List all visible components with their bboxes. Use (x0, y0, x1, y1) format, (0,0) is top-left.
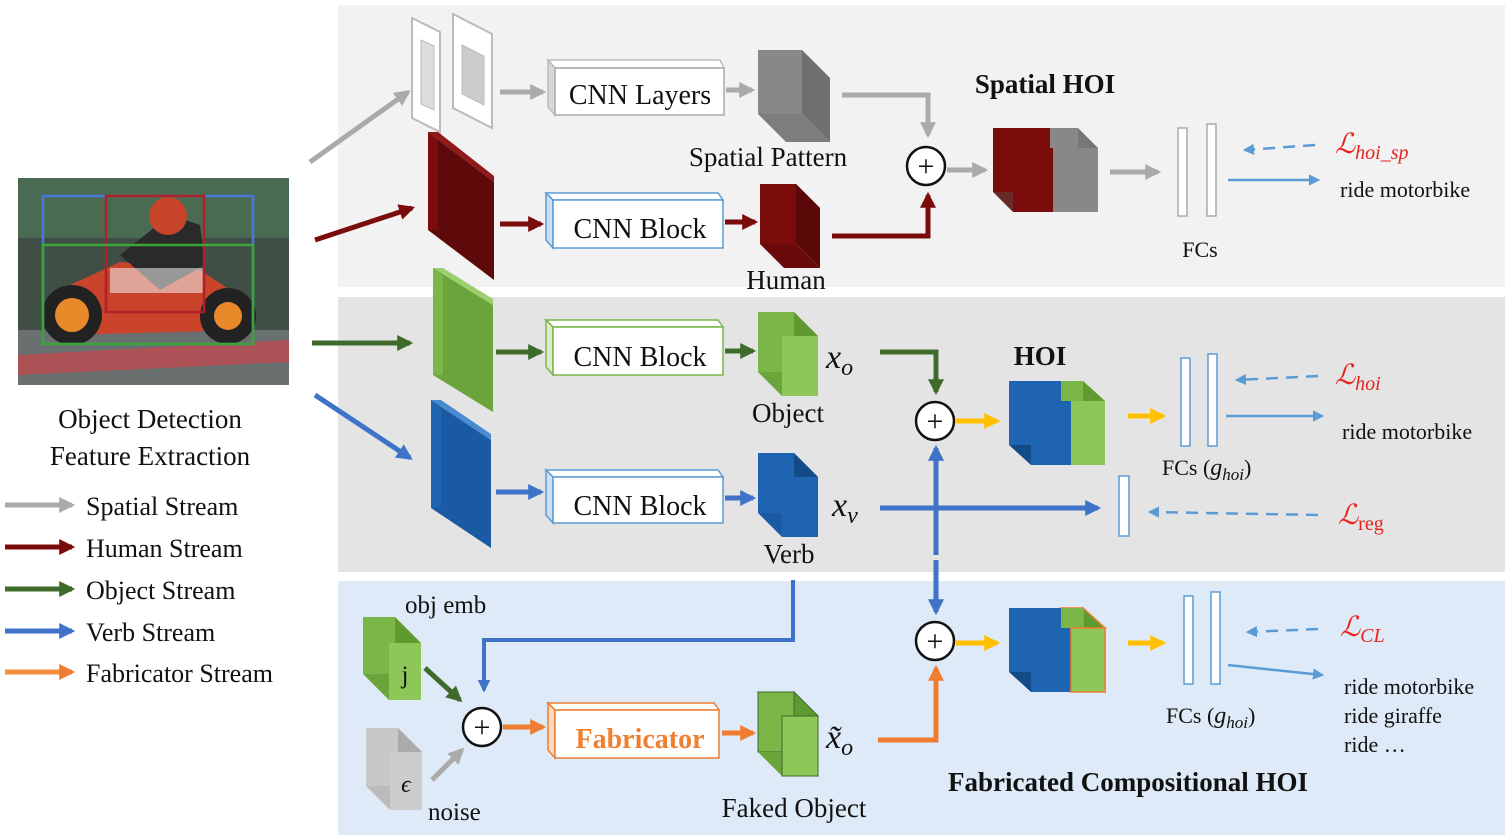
cl-loss-label: ℒCL (1340, 612, 1385, 647)
human-feature-map (428, 132, 494, 280)
x-tilde-label: x̃o (825, 719, 853, 761)
faked-object-cube (756, 690, 820, 778)
fabricated-fcs-label: FCs (ghoi) (1166, 703, 1255, 732)
plus-fabricated (914, 620, 956, 662)
obj-emb-j: j (401, 662, 409, 689)
object-cnn-block (544, 318, 725, 377)
faked-object-label: Faked Object (722, 793, 867, 823)
object-label: Object (752, 398, 824, 428)
x-v-label: xv (831, 487, 858, 529)
hoi-loss-label: ℒhoi (1335, 360, 1381, 395)
legend-label-verb: Verb Stream (86, 618, 215, 647)
verb-cnn-block (544, 468, 725, 525)
spatial-section-bg (338, 5, 1505, 287)
obj-emb-cube (363, 617, 421, 700)
arrow-verb-to-fab-plus-left (477, 580, 795, 693)
arrow-human-to-plus (832, 191, 937, 239)
arrow-noise-to-plus (430, 747, 465, 782)
fab-output-2: ride giraffe (1344, 703, 1442, 728)
fabricated-hoi-feature (1009, 606, 1107, 694)
spatial-map-planes (411, 12, 493, 134)
plus-fabricated-sign: + (927, 625, 944, 658)
arrow-to-human (314, 204, 416, 243)
epsilon-label: ϵ (401, 772, 412, 798)
fabricator-block (546, 701, 721, 760)
hoi-fcs-label: FCs (ghoi) (1162, 455, 1251, 484)
spatial-hoi-feature (993, 128, 1098, 212)
human-cube (760, 184, 820, 268)
verb-feature-map (431, 400, 491, 548)
fab-output-3: ride … (1344, 732, 1406, 757)
object-cnn-block-label: CNN Block (574, 342, 707, 373)
arrow-faked-to-plus (878, 664, 945, 743)
plus-hoi (914, 400, 956, 442)
plus-spatial (905, 145, 947, 187)
human-cnn-block (544, 191, 725, 250)
fabricated-output-arrow (1227, 663, 1325, 680)
x-o-label: xo (825, 339, 853, 381)
cnn-layers-label: CNN Layers (569, 80, 711, 111)
hoi-title: HOI (1014, 341, 1067, 371)
legend-label-fabricator: Fabricator Stream (86, 659, 273, 688)
object-feature-map (433, 268, 493, 412)
arrow-to-verb (313, 392, 413, 461)
arrow-pattern-to-plus (842, 92, 937, 139)
noise-cube (366, 728, 422, 810)
verb-cube (758, 453, 818, 537)
fabricated-hoi-title: Fabricated Compositional HOI (948, 767, 1308, 797)
object-cube (758, 312, 818, 396)
obj-emb-label: obj emb (405, 592, 486, 619)
input-photo (18, 178, 289, 385)
legend-label-object: Object Stream (86, 576, 235, 605)
fabricator-label: Fabricator (575, 724, 704, 755)
spatial-hoi-title: Spatial HOI (975, 69, 1115, 99)
verb-label: Verb (764, 539, 815, 569)
plus-spatial-sign: + (918, 150, 935, 183)
human-label: Human (746, 265, 826, 295)
noise-label: noise (428, 799, 481, 826)
cnn-layers-block (546, 58, 726, 117)
spatial-loss-label: ℒhoi_sp (1335, 129, 1409, 164)
spatial-pattern-cube (758, 50, 830, 142)
reg-fc (1118, 475, 1130, 537)
hoi-fcs (1180, 353, 1218, 447)
arrow-object-to-plus (880, 349, 945, 396)
arrow-to-spatial (308, 89, 411, 165)
hoi-output-label: ride motorbike (1342, 419, 1472, 444)
plus-fabricator-input (461, 706, 503, 748)
hoi-loss-dashed-arrow (1234, 373, 1319, 386)
spatial-fcs-label: FCs (1182, 237, 1217, 262)
reg-loss-label: ℒreg (1338, 500, 1384, 535)
reg-loss-dashed-arrow (1147, 506, 1319, 518)
verb-cnn-block-label: CNN Block (574, 491, 707, 522)
cl-loss-dashed-arrow (1245, 625, 1319, 638)
plus-fabricator-input-sign: + (474, 711, 491, 744)
legend-label-spatial: Spatial Stream (86, 492, 238, 521)
fabricated-fcs (1183, 591, 1221, 685)
caption-object-detection: Object Detection (58, 404, 242, 434)
human-cnn-block-label: CNN Block (574, 214, 707, 245)
plus-hoi-sign: + (927, 405, 944, 438)
spatial-pattern-label: Spatial Pattern (689, 142, 848, 172)
caption-feature-extraction: Feature Extraction (50, 441, 251, 471)
legend-label-human: Human Stream (86, 534, 243, 563)
fab-output-1: ride motorbike (1344, 674, 1474, 699)
arrow-emb-to-plus (423, 666, 463, 703)
hoi-feature (1009, 381, 1105, 465)
fabricated-section-bg (338, 581, 1505, 835)
spatial-output-label: ride motorbike (1340, 177, 1470, 202)
spatial-loss-dashed-arrow (1242, 143, 1316, 155)
spatial-fcs (1177, 123, 1217, 217)
